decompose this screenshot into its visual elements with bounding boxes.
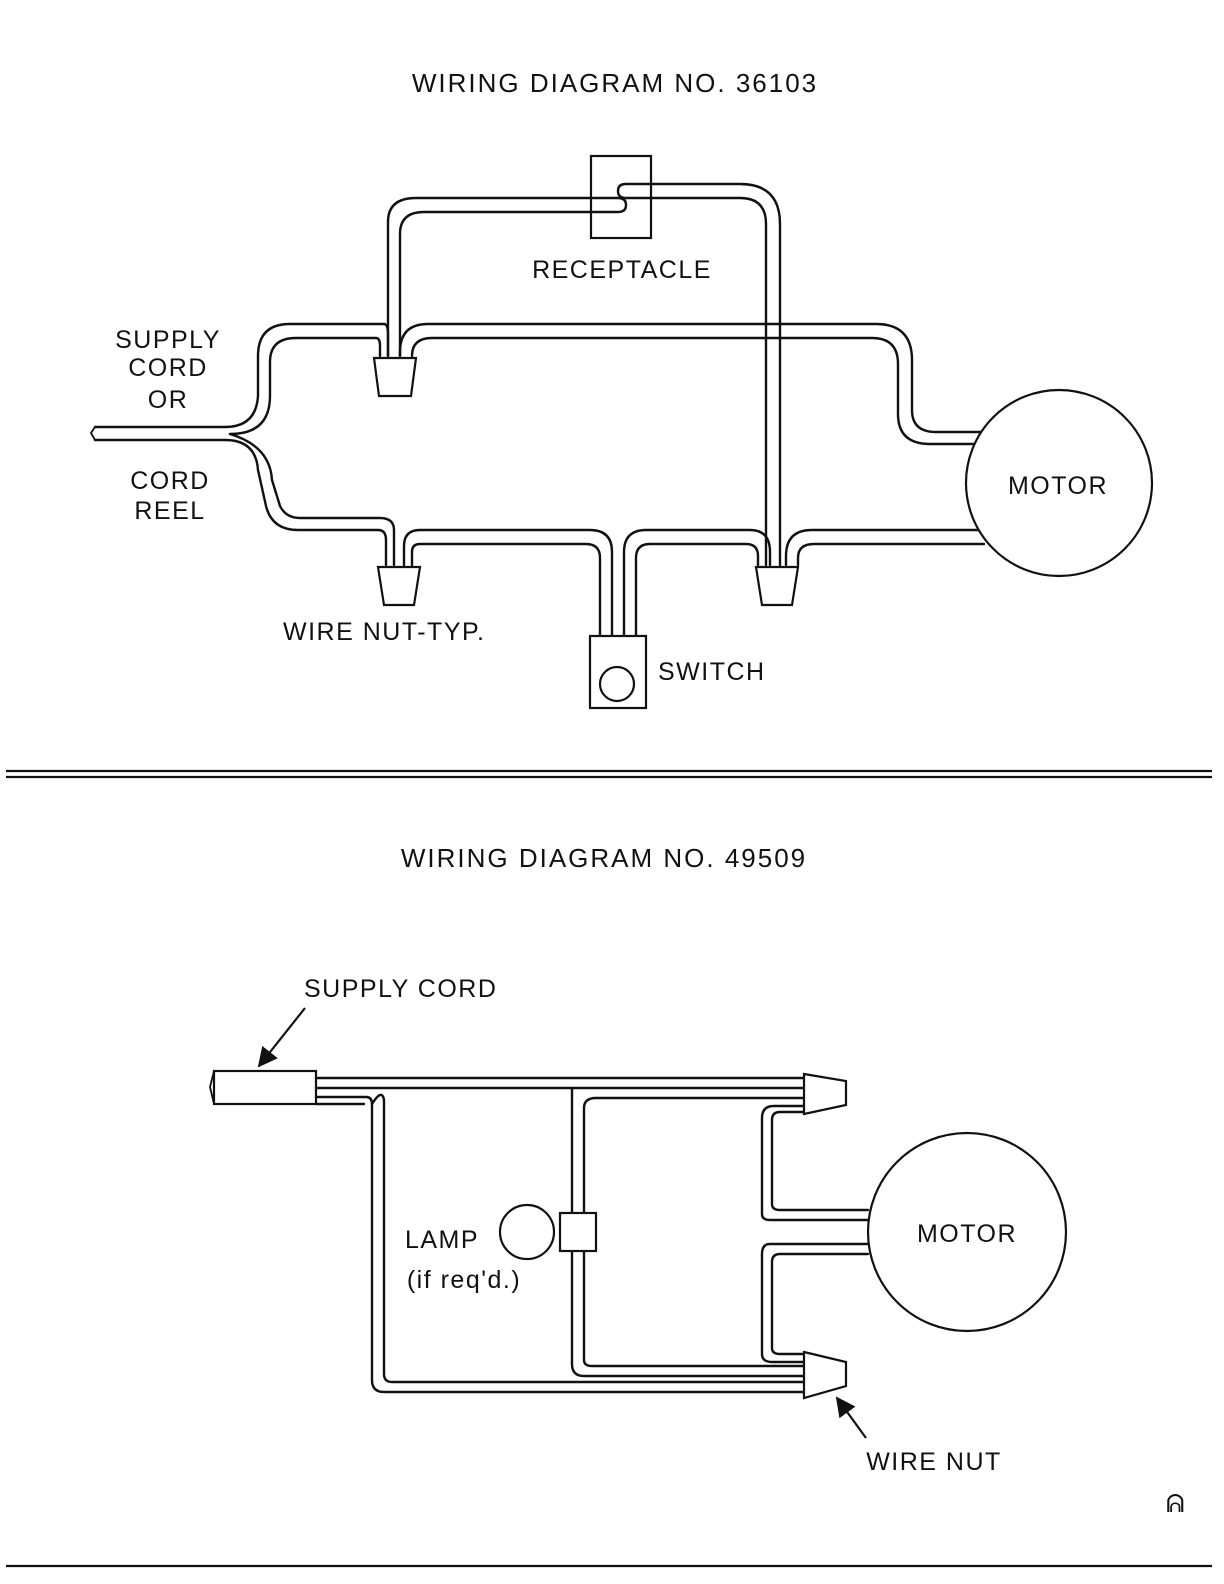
cord-wire-lower-3 — [370, 1093, 808, 1384]
wire-nut-bottom-2 — [802, 1350, 848, 1400]
wire-nut-bottom-left — [376, 565, 422, 607]
page-mark: ᕱ — [1166, 1490, 1186, 1518]
motor-1 — [964, 388, 1154, 578]
diagram-36103: WIRING DIAGRAM NO. 36103 — [89, 68, 1154, 710]
lamp-wire-right — [582, 1096, 808, 1368]
cord-wire-lower — [314, 1095, 808, 1394]
supply-cord-jacket — [212, 1069, 318, 1106]
switch-right-wire-inner — [634, 542, 760, 637]
switch-label: SWITCH — [658, 658, 766, 686]
switch-left-wire — [402, 528, 614, 637]
supply-cord-arrow — [257, 1007, 306, 1068]
supply-cord-stub — [89, 425, 227, 442]
wire-nut-bottom-right — [754, 565, 800, 607]
switch-left-wire-inner — [410, 542, 602, 637]
lower-cord-branch — [223, 432, 396, 567]
motor-2-label: MOTOR — [917, 1220, 1017, 1248]
cord-reel-label-1: CORD — [130, 467, 210, 495]
lamp-note: (if req'd.) — [407, 1266, 521, 1294]
lamp-label: LAMP — [405, 1226, 479, 1254]
switch-knob — [598, 665, 636, 703]
lamp-bulb — [498, 1203, 556, 1261]
supply-label-2: CORD — [128, 354, 208, 382]
supply-label-3: OR — [148, 386, 189, 414]
diagram-49509: WIRING DIAGRAM NO. 49509 SUPPLY CORD MOT… — [209, 843, 1068, 1476]
diagram1-title: WIRING DIAGRAM NO. 36103 — [412, 68, 818, 98]
motor-bottom-wire — [784, 528, 986, 567]
motor-wire-top-2 — [770, 1110, 870, 1212]
diagram2-title: WIRING DIAGRAM NO. 49509 — [401, 843, 807, 873]
receptacle-left-wire — [386, 196, 628, 358]
motor-wire-bottom-2 — [770, 1252, 870, 1356]
motor-wire-top — [760, 1104, 870, 1222]
motor-2 — [866, 1131, 1068, 1333]
wire-nut-typ-label: WIRE NUT-TYP. — [283, 618, 485, 646]
receptacle-label: RECEPTACLE — [532, 256, 712, 284]
motor-top-wire-inner — [410, 336, 984, 446]
upper-cord-branch — [223, 322, 390, 436]
lamp-socket — [558, 1211, 598, 1253]
switch-right-wire — [622, 528, 772, 637]
wire-nut-top — [372, 356, 418, 398]
supply-label-1: SUPPLY — [115, 326, 221, 354]
wire-nut-arrow — [835, 1396, 867, 1439]
lamp-wire-left — [570, 1086, 808, 1378]
motor-wire-bottom — [760, 1242, 870, 1364]
motor-bottom-wire-inner — [796, 542, 986, 567]
motor-top-wire — [398, 322, 984, 434]
wire-nut-label: WIRE NUT — [866, 1448, 1002, 1476]
wire-nut-top-2 — [802, 1072, 848, 1116]
cord-reel-label-2: REEL — [134, 497, 205, 525]
supply-cord-label: SUPPLY CORD — [304, 975, 497, 1003]
section-divider — [6, 769, 1212, 779]
receptacle-right-wire — [616, 182, 782, 567]
motor-1-label: MOTOR — [1008, 472, 1108, 500]
